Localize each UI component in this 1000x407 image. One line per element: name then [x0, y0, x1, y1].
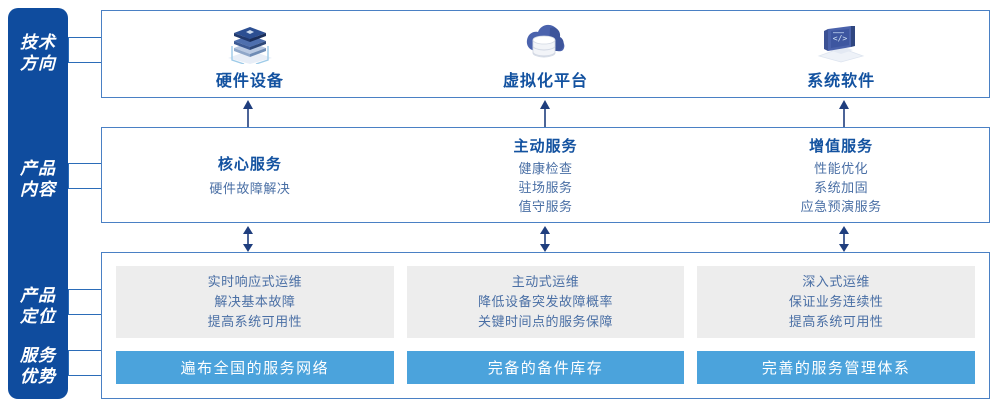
- content-item: 驻场服务: [518, 179, 573, 195]
- rail-label-line1: 技术: [20, 33, 56, 52]
- arrow-up-icon: [535, 100, 555, 127]
- advantage-row: 遍布全国的服务网络 完备的备件库存 完善的服务管理体系: [116, 351, 976, 384]
- arrow-bidirectional-icon: [834, 226, 854, 252]
- content-item: 健康检查: [518, 160, 573, 176]
- rail-label-product-content: 产品 内容: [8, 158, 68, 200]
- content-item: 应急预演服务: [800, 198, 882, 214]
- positioning-line: 主动式运维: [511, 274, 580, 289]
- content-item: 硬件故障解决: [209, 180, 291, 196]
- technology-label: 硬件设备: [215, 73, 284, 90]
- positioning-advantage-panel: 实时响应式运维 解决基本故障 提高系统可用性 主动式运维 降低设备突发故障概率 …: [101, 252, 990, 399]
- connector-product-content: [68, 163, 102, 189]
- rail-label-line2: 方向: [20, 54, 56, 73]
- connector-service-advantage: [68, 350, 102, 376]
- positioning-box-proactive[interactable]: 主动式运维 降低设备突发故障概率 关键时间点的服务保障: [406, 266, 685, 338]
- positioning-line: 实时响应式运维: [207, 274, 303, 289]
- rail-label-line1: 服务: [20, 346, 56, 365]
- connector-technology-direction: [68, 37, 102, 63]
- content-column-title: 核心服务: [217, 155, 282, 173]
- technology-label: 虚拟化平台: [503, 73, 589, 90]
- svg-text:</>: </>: [833, 34, 848, 43]
- rail-label-line2: 定位: [20, 307, 56, 326]
- arrow-bidirectional-icon: [535, 226, 555, 252]
- content-column-core-service[interactable]: 核心服务 硬件故障解决: [102, 128, 398, 222]
- cloud-database-icon: [518, 19, 574, 65]
- connector-product-positioning: [68, 289, 102, 315]
- category-rail: 技术 方向 产品 内容 产品 定位 服务 优势: [8, 8, 68, 399]
- product-content-panel: 核心服务 硬件故障解决 主动服务 健康检查 驻场服务 值守服务 增值服务 性能优…: [101, 127, 990, 223]
- technology-item-hardware[interactable]: 硬件设备: [102, 11, 398, 97]
- content-column-proactive-service[interactable]: 主动服务 健康检查 驻场服务 值守服务: [398, 128, 694, 222]
- rail-label-product-positioning: 产品 定位: [8, 285, 68, 327]
- content-item: 值守服务: [518, 198, 573, 214]
- content-column-title: 主动服务: [513, 137, 578, 155]
- advantage-bar-spare-parts[interactable]: 完备的备件库存: [406, 351, 685, 384]
- positioning-line: 提高系统可用性: [207, 314, 303, 329]
- positioning-line: 深入式运维: [802, 274, 870, 289]
- arrow-bidirectional-icon: [238, 226, 258, 252]
- rail-label-line1: 产品: [20, 159, 56, 178]
- technology-item-virtualization[interactable]: 虚拟化平台: [398, 11, 694, 97]
- positioning-line: 保证业务连续性: [788, 294, 884, 309]
- rail-label-technology-direction: 技术 方向: [8, 32, 68, 74]
- positioning-box-realtime[interactable]: 实时响应式运维 解决基本故障 提高系统可用性: [116, 266, 394, 338]
- positioning-line: 解决基本故障: [214, 294, 296, 309]
- server-stack-icon: [222, 19, 278, 65]
- positioning-line: 降低设备突发故障概率: [478, 294, 614, 309]
- rail-label-line1: 产品: [20, 286, 56, 305]
- content-item: 性能优化: [814, 160, 869, 176]
- content-column-title: 增值服务: [809, 137, 874, 155]
- positioning-line: 提高系统可用性: [788, 314, 884, 329]
- laptop-code-icon: </>: [813, 19, 869, 65]
- positioning-line: 关键时间点的服务保障: [478, 314, 614, 329]
- content-column-value-added-service[interactable]: 增值服务 性能优化 系统加固 应急预演服务: [693, 128, 989, 222]
- rail-label-service-advantage: 服务 优势: [8, 345, 68, 387]
- rail-label-line2: 优势: [20, 367, 56, 386]
- positioning-row: 实时响应式运维 解决基本故障 提高系统可用性 主动式运维 降低设备突发故障概率 …: [116, 266, 976, 338]
- content-item: 系统加固: [814, 179, 869, 195]
- technology-item-software[interactable]: </> 系统软件: [693, 11, 989, 97]
- advantage-bar-service-network[interactable]: 遍布全国的服务网络: [116, 351, 394, 384]
- positioning-box-indepth[interactable]: 深入式运维 保证业务连续性 提高系统可用性: [697, 266, 976, 338]
- technology-label: 系统软件: [807, 73, 876, 90]
- arrow-up-icon: [238, 100, 258, 127]
- rail-label-line2: 内容: [20, 180, 56, 199]
- technology-panel: 硬件设备 虚拟化平台: [101, 10, 990, 98]
- advantage-bar-management-system[interactable]: 完善的服务管理体系: [697, 351, 976, 384]
- arrow-up-icon: [834, 100, 854, 127]
